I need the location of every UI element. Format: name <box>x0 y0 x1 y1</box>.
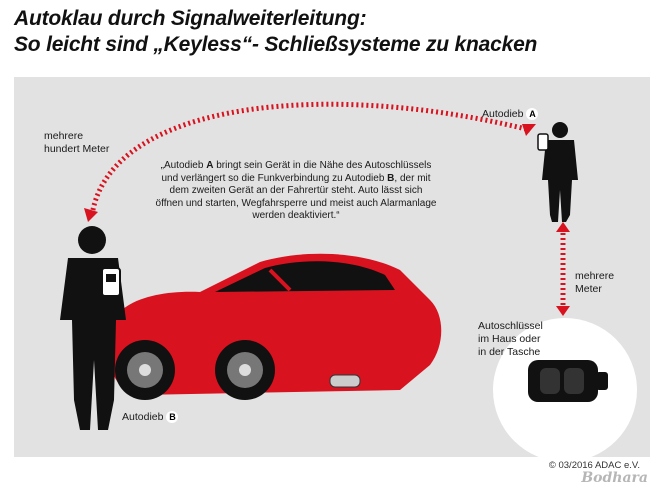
device-b-icon <box>101 267 121 297</box>
signal-vertical-arrow-top <box>556 222 570 232</box>
signal-arc-arrowhead-a <box>522 124 536 136</box>
signal-vertical-arrow-bottom <box>556 306 570 316</box>
key-location-label: Autoschlüssel im Haus oder in der Tasche <box>478 320 543 358</box>
thief-b-badge: B <box>166 411 179 423</box>
signal-arc-arrowhead-b <box>84 208 98 222</box>
thief-b-silhouette <box>60 226 126 430</box>
device-a-icon <box>537 133 549 151</box>
car-key-icon <box>528 360 608 402</box>
thief-a-badge: A <box>526 108 539 120</box>
car <box>108 253 442 400</box>
copyright: © 03/2016 ADAC e.V. <box>548 460 640 471</box>
watermark: Bodhara <box>581 470 648 486</box>
thief-a-silhouette <box>542 122 578 222</box>
page-title: Autoklau durch Signalweiterleitung: So l… <box>14 6 654 58</box>
title-line-1: Autoklau durch Signalweiterleitung: <box>14 7 367 30</box>
title-line-2: So leicht sind „Keyless“- Schließsysteme… <box>14 33 538 56</box>
distance-right-label: mehrere Meter <box>575 270 615 295</box>
distance-top-label: mehrere hundert Meter <box>44 130 110 155</box>
signal-arc <box>89 101 531 216</box>
explanation-quote: „Autodieb A bringt sein Gerät in die Näh… <box>155 160 437 221</box>
